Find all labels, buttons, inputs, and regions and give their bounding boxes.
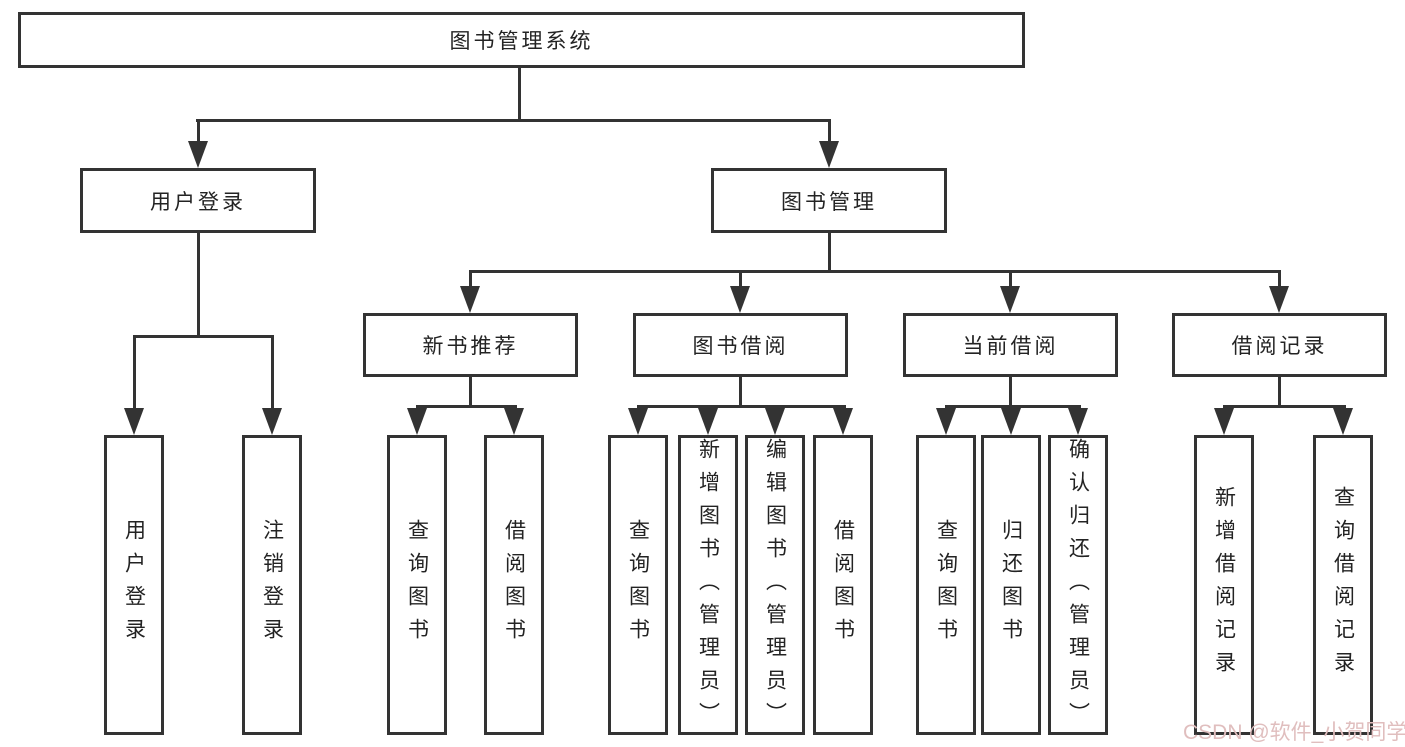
arrow-down-icon bbox=[833, 408, 853, 435]
connector-line bbox=[1278, 270, 1281, 287]
connector-line bbox=[197, 119, 200, 143]
arrow-down-icon bbox=[1333, 408, 1353, 435]
connector-line bbox=[1009, 377, 1012, 407]
leaf-add-books-admin: 新增图书（管理员） bbox=[678, 435, 738, 735]
node-user-login: 用户登录 bbox=[80, 168, 316, 233]
connector-line bbox=[1009, 270, 1012, 287]
csdn-watermark: CSDN @软件_小贺同学 bbox=[1183, 721, 1405, 744]
leaf-return-books: 归还图书 bbox=[981, 435, 1041, 735]
node-book-management: 图书管理 bbox=[711, 168, 947, 233]
connector-line bbox=[1223, 405, 1346, 408]
arrow-down-icon bbox=[1000, 286, 1020, 313]
arrow-down-icon bbox=[936, 408, 956, 435]
connector-line bbox=[1278, 377, 1281, 407]
arrow-down-icon bbox=[698, 408, 718, 435]
connector-line bbox=[196, 119, 831, 122]
node-new-book-recommend: 新书推荐 bbox=[363, 313, 578, 377]
connector-line bbox=[133, 335, 136, 408]
connector-line bbox=[271, 335, 274, 408]
arrow-down-icon bbox=[407, 408, 427, 435]
arrow-down-icon bbox=[504, 408, 524, 435]
arrow-down-icon bbox=[1001, 408, 1021, 435]
arrow-down-icon bbox=[460, 286, 480, 313]
arrow-down-icon bbox=[1068, 408, 1088, 435]
arrow-down-icon bbox=[730, 286, 750, 313]
arrow-down-icon bbox=[188, 141, 208, 168]
leaf-borrow-books: 借阅图书 bbox=[813, 435, 873, 735]
arrow-down-icon bbox=[819, 141, 839, 168]
leaf-add-borrow-record: 新增借阅记录 bbox=[1194, 435, 1254, 735]
leaf-confirm-return-admin: 确认归还（管理员） bbox=[1048, 435, 1108, 735]
connector-line bbox=[469, 377, 472, 407]
leaf-query-borrow-record: 查询借阅记录 bbox=[1313, 435, 1373, 735]
arrow-down-icon bbox=[1269, 286, 1289, 313]
connector-line bbox=[945, 405, 1081, 408]
connector-line bbox=[739, 377, 742, 407]
connector-line bbox=[518, 68, 521, 119]
node-library-management-system: 图书管理系统 bbox=[18, 12, 1025, 68]
connector-line bbox=[828, 119, 831, 143]
connector-line bbox=[739, 270, 742, 287]
leaf-query-books-current: 查询图书 bbox=[916, 435, 976, 735]
leaf-query-books-borrow: 查询图书 bbox=[608, 435, 668, 735]
node-book-borrow: 图书借阅 bbox=[633, 313, 848, 377]
leaf-user-login: 用户登录 bbox=[104, 435, 164, 735]
arrow-down-icon bbox=[262, 408, 282, 435]
node-current-borrow: 当前借阅 bbox=[903, 313, 1118, 377]
leaf-logout: 注销登录 bbox=[242, 435, 302, 735]
connector-line bbox=[469, 270, 472, 287]
connector-line bbox=[416, 405, 517, 408]
connector-line bbox=[828, 233, 831, 272]
leaf-edit-books-admin: 编辑图书（管理员） bbox=[745, 435, 805, 735]
connector-line bbox=[133, 335, 274, 338]
connector-line bbox=[469, 270, 1281, 273]
connector-line bbox=[637, 405, 846, 408]
node-borrow-record: 借阅记录 bbox=[1172, 313, 1387, 377]
arrow-down-icon bbox=[124, 408, 144, 435]
arrow-down-icon bbox=[765, 408, 785, 435]
leaf-query-books-recommend: 查询图书 bbox=[387, 435, 447, 735]
connector-line bbox=[197, 233, 200, 337]
arrow-down-icon bbox=[628, 408, 648, 435]
arrow-down-icon bbox=[1214, 408, 1234, 435]
leaf-borrow-books-recommend: 借阅图书 bbox=[484, 435, 544, 735]
